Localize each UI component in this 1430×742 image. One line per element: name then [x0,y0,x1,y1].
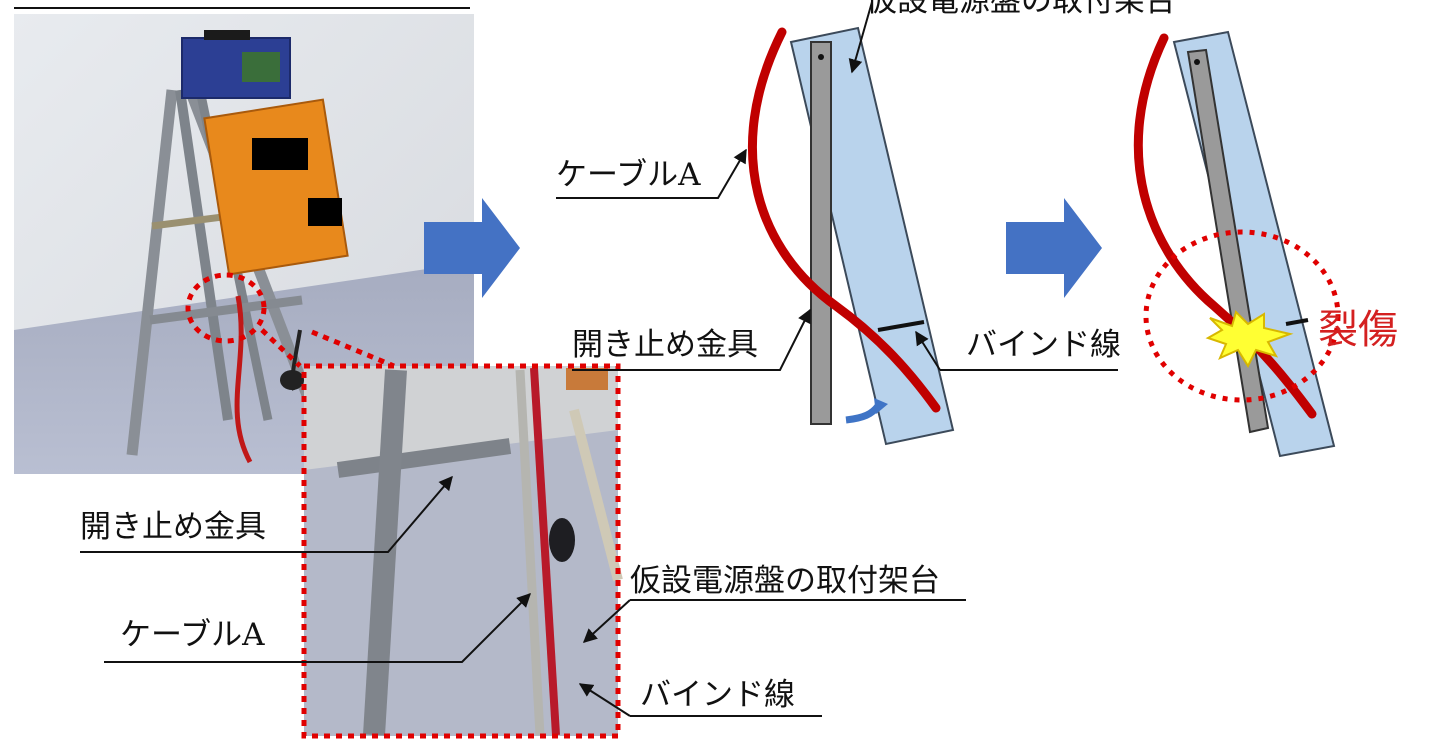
label-bracket-photo: 開き止め金具 [80,509,266,545]
rotate-arrow-icon [845,403,881,424]
leader-line-frame-photo [584,599,966,642]
label-cable-photo: ケーブルA [120,617,265,653]
label-frame-diagram: 仮設電源盤の取付架台 [866,0,1176,19]
label-frame-photo: 仮設電源盤の取付架台 [630,563,940,599]
cable-a [748,27,941,413]
zoom-connector [311,329,395,369]
right-arrow-icon [1006,198,1102,298]
pivot-icon [1194,59,1200,65]
zoom-frame [301,363,621,739]
leader-line-bind-diagram [916,332,1118,371]
label-bind-diagram: バインド線 [966,327,1121,363]
label-bracket-diagram: 開き止め金具 [572,327,758,363]
rotate-arrow-head [874,398,888,414]
leader-line-bind-photo [580,684,822,717]
zoom-connector [260,328,302,368]
leader-line-bracket-photo [80,475,453,553]
leader-line-frame-diagram [848,1,873,74]
burst-icon [1205,310,1294,369]
leader-line-cable-photo [104,593,531,663]
label-bind-photo: バインド線 [640,677,795,713]
label-cable-diagram: ケーブルA [556,157,701,193]
focus-circle-photo [185,272,267,344]
leader-line-cable-diagram [556,148,747,199]
bind-wire [1285,318,1309,326]
label-injury: 裂傷 [1318,307,1398,353]
diagram-after [1133,30,1341,458]
right-arrow-icon [424,198,520,298]
diagram-before [748,26,955,446]
cable-a [1133,33,1317,419]
pivot-icon [818,54,824,60]
leader-line-bracket-diagram [572,308,811,371]
focus-circle-injury [1143,229,1341,403]
open-stop-bracket [810,41,832,425]
